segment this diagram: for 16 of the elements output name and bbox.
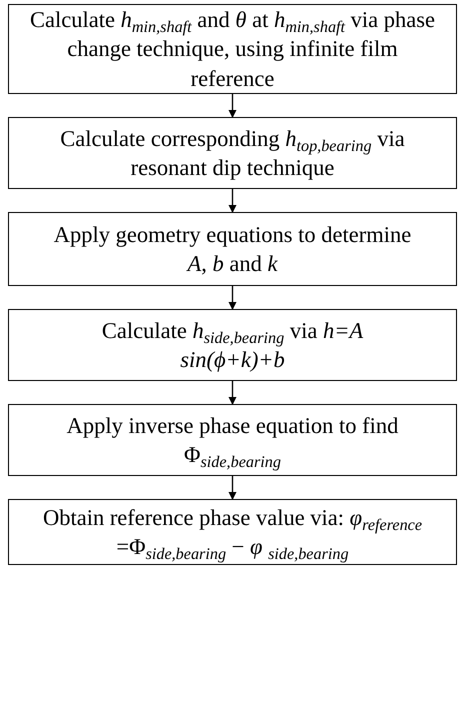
process-box: [8, 404, 457, 476]
arrow: [228, 94, 236, 118]
step-text: Apply inverse phase equation to find Φ$_{side,bearing}$: [66, 412, 400, 470]
step-text: Apply geometry equations to determine A, b and k: [52, 220, 412, 278]
process-box: [8, 309, 457, 381]
process-box: [8, 212, 457, 286]
step-text: Obtain reference phase value via: φ$_{reference}$ =Φ$_{side,bearing}$ − φ $_{side,bearing}$: [42, 504, 424, 562]
arrow: [228, 189, 236, 213]
process-box: [8, 117, 457, 189]
process-box: [8, 499, 457, 565]
step-text: Calculate h$_{side,bearing}$ via h=A sin(ϕ+k)+b: [100, 316, 364, 374]
arrow: [228, 286, 236, 310]
step-text: Calculate h$_{min,shaft}$ and θ at h$_{min,shaft}$ via phase change technique, using infinite film reference: [29, 6, 436, 93]
arrow: [228, 476, 236, 500]
step-text: Calculate corresponding h$_{top,bearing}$ via resonant dip technique: [59, 124, 406, 182]
arrow: [228, 381, 236, 405]
